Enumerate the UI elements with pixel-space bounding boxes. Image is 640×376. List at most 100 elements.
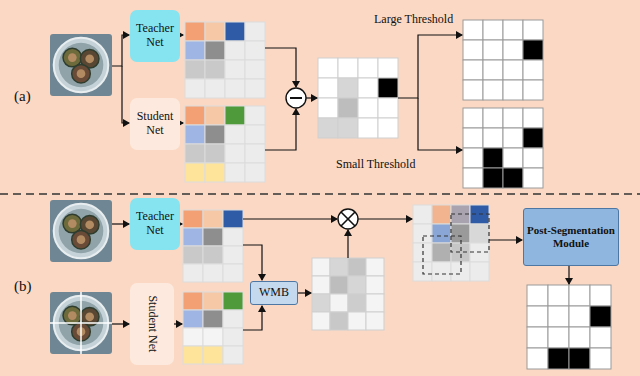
grid-cell [203,264,223,282]
grid-cell [483,80,503,100]
grid-cell [590,285,611,306]
grid-cell [330,276,348,294]
grid-cell [366,258,384,276]
arrow [568,266,569,284]
grid-cell [548,285,569,306]
grid-cell [223,246,243,264]
cable-wire [85,312,94,321]
wmb-box: WMB [250,281,298,305]
patch-divider [50,322,112,324]
grid-cell [203,210,223,228]
grid-cell [432,243,451,262]
grid-cell [548,306,569,327]
grid-cell [463,20,483,40]
arrow [243,245,262,280]
grid-cell [203,246,223,264]
arrow [112,323,129,324]
grid-cell [378,58,398,78]
grid-cell [366,294,384,312]
grid-cell [527,348,548,369]
grid-cell [245,144,265,163]
cable-wire [77,235,86,244]
grid-cell [523,108,543,128]
panel-label: (a) [14,88,31,105]
grid-cell [330,312,348,330]
grid-cell [223,328,243,346]
cable-wire [68,53,77,62]
arrow [243,218,337,219]
grid-cell [378,78,398,98]
arrow [243,306,262,330]
grid-cell [569,327,590,348]
grid-cell [348,276,366,294]
grid-cell [318,98,338,118]
grid-cell [527,327,548,348]
grid-cell [569,348,590,369]
cable-wire [68,219,77,228]
large-threshold-map [463,20,543,100]
arrow [489,239,522,240]
grid-cell [183,310,203,328]
grid-cell [330,294,348,312]
grid-cell [183,210,203,228]
teacher-feature-grid [185,22,265,98]
grid-cell [205,22,225,41]
grid-cell [318,78,338,98]
difference-grid [318,58,398,138]
grid-cell [470,224,489,243]
grid-cell [569,285,590,306]
grid-cell [366,312,384,330]
small-threshold-map [463,108,543,188]
cable-wire [85,54,94,63]
photo-bowl [59,43,104,88]
grid-cell [523,20,543,40]
grid-cell [225,41,245,60]
grid-cell [205,60,225,79]
grid-cell [185,106,205,125]
grid-cell [503,148,523,168]
grid-cell [225,22,245,41]
grid-cell [205,163,225,182]
grid-cell [183,264,203,282]
arrow [265,109,296,150]
grid-cell [503,80,523,100]
grid-cell [366,276,384,294]
feature-grids [183,20,611,369]
grid-cell [312,294,330,312]
grid-cell [245,79,265,98]
grid-cell [523,148,543,168]
grid-cell [432,205,451,224]
grid-cell [185,60,205,79]
student-net-box: Student Net [130,283,174,365]
grid-cell [590,306,611,327]
node-label: WMB [259,286,289,300]
dashed-window [451,214,489,252]
grid-cell [183,346,203,364]
minus-sign [290,97,302,99]
grid-cell [463,60,483,80]
grid-cell [503,128,523,148]
photo-background [50,34,112,96]
grid-cell [203,228,223,246]
times-sign [341,212,355,226]
grid-cell [548,348,569,369]
grid-cell [203,310,223,328]
grid-cell [205,106,225,125]
grid-cell [463,148,483,168]
grid-cell [203,346,223,364]
student-feature-grid [183,292,243,364]
cable-photo [50,34,112,96]
arrow [418,98,462,150]
grid-cell [225,60,245,79]
input-images [50,34,112,354]
teacher-net-box: Teacher Net [130,10,180,62]
grid-cell [205,125,225,144]
grid-cell [183,328,203,346]
grid-cell [432,224,451,243]
grid-cell [185,125,205,144]
node-label: Post-Segmentation Module [524,224,618,249]
grid-cell [483,168,503,188]
grid-cell [358,118,378,138]
grid-cell [223,346,243,364]
